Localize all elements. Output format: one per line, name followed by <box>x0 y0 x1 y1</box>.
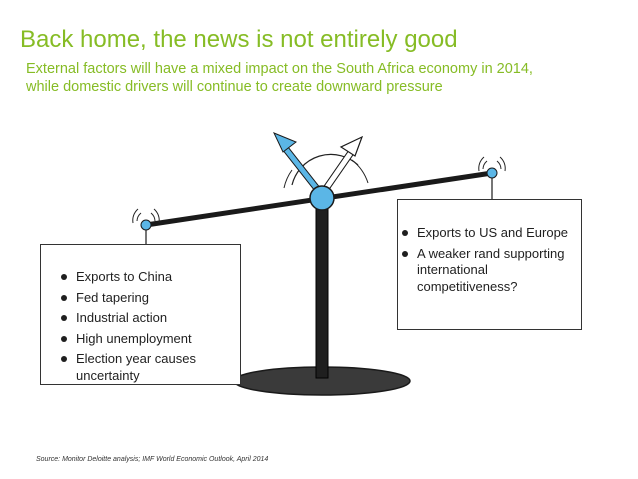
scale-pivot <box>309 185 335 211</box>
list-item: Election year causes uncertainty <box>59 351 230 384</box>
scale-post <box>315 201 329 379</box>
arrow-up-right-icon <box>321 135 364 194</box>
bullet-icon <box>402 230 408 236</box>
right-wiggle-icon <box>478 156 506 172</box>
bullet-icon <box>402 250 408 257</box>
left-factors-list: Exports to China Fed tapering Industrial… <box>59 269 230 384</box>
subtitle-line-1: External factors will have a mixed impac… <box>26 61 533 77</box>
page-subtitle: External factors will have a mixed impac… <box>26 60 626 96</box>
list-item: High unemployment <box>59 331 230 348</box>
bullet-icon <box>61 274 67 280</box>
bullet-icon <box>61 315 67 321</box>
left-wiggle-icon <box>132 208 160 224</box>
left-pan-pivot <box>140 219 152 231</box>
page-title: Back home, the news is not entirely good <box>20 26 458 53</box>
arrow-up-left-icon <box>272 132 322 194</box>
bullet-icon <box>61 356 67 362</box>
right-factors-box: Exports to US and Europe A weaker rand s… <box>397 199 582 330</box>
list-item: A weaker rand supporting international c… <box>400 246 573 296</box>
list-item: Exports to China <box>59 269 230 286</box>
bullet-icon <box>61 335 67 342</box>
list-item: Industrial action <box>59 310 230 327</box>
right-factors-list: Exports to US and Europe A weaker rand s… <box>400 225 573 295</box>
subtitle-line-2: while domestic drivers will continue to … <box>26 79 443 95</box>
bullet-icon <box>61 294 67 301</box>
list-item: Fed tapering <box>59 290 230 307</box>
left-factors-box: Exports to China Fed tapering Industrial… <box>40 244 241 385</box>
list-item: Exports to US and Europe <box>400 225 573 242</box>
source-note: Source: Monitor Deloitte analysis; IMF W… <box>36 456 269 463</box>
right-pan-pivot <box>486 167 498 179</box>
